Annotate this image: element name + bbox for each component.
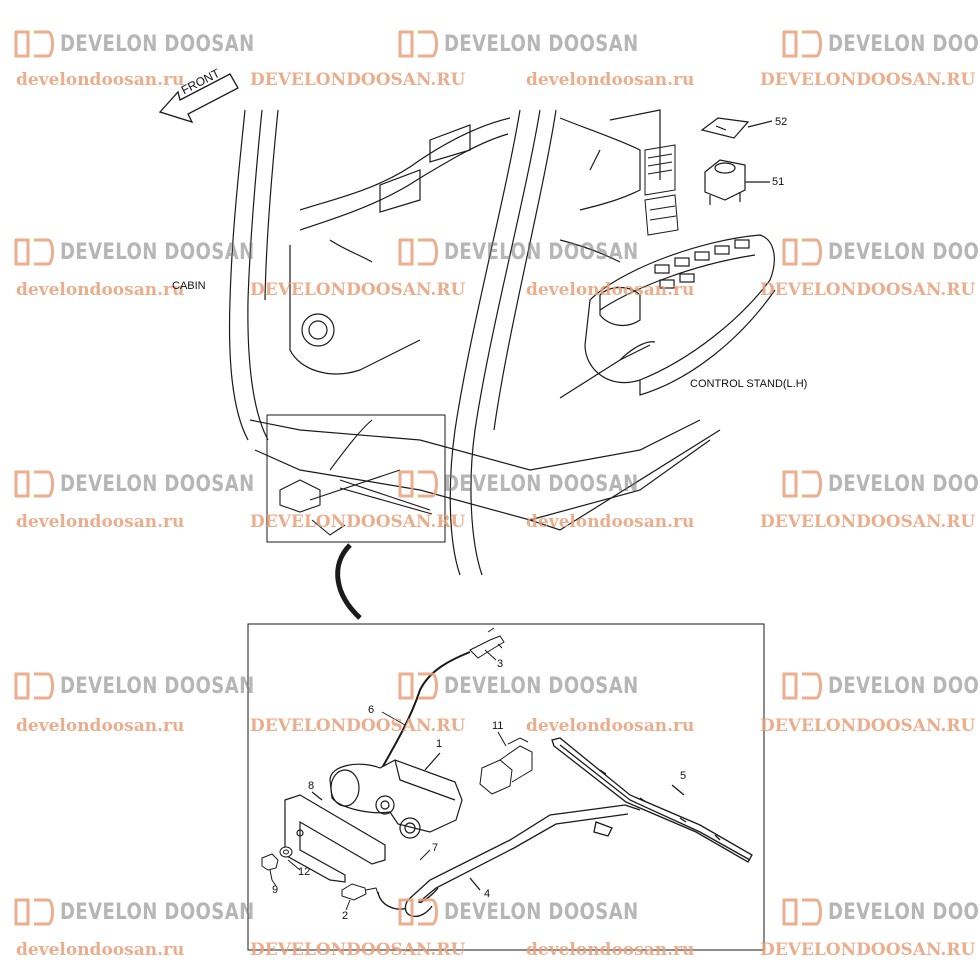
watermark-brand: DEVELON DOOSAN <box>828 472 980 497</box>
watermark-brand: DEVELON DOOSAN <box>60 472 255 497</box>
watermark-brand: DEVELON DOOSAN <box>444 900 639 925</box>
watermark-url: DEVELONDOOSAN.RU <box>760 70 976 90</box>
watermark-brand: DEVELON DOOSAN <box>444 32 639 57</box>
callout-5: 5 <box>680 770 687 782</box>
watermark-url: develondoosan.ru <box>16 716 185 736</box>
watermark-url: DEVELONDOOSAN.RU <box>250 716 466 736</box>
front-arrow-icon <box>158 73 239 124</box>
watermark-brand: DEVELON DOOSAN <box>828 240 980 265</box>
watermark-brand: DEVELON DOOSAN <box>60 240 255 265</box>
callout-2: 2 <box>342 910 349 922</box>
watermark-brand: DEVELON DOOSAN <box>60 32 255 57</box>
callout-9: 9 <box>272 884 279 896</box>
washer-hose-6 <box>377 651 471 776</box>
watermark-url: develondoosan.ru <box>16 70 185 90</box>
duct-parts <box>644 144 679 236</box>
callout-4: 4 <box>484 888 491 900</box>
connector-11 <box>479 731 533 795</box>
watermark-marks <box>14 30 822 926</box>
watermark-brand: DEVELON DOOSAN <box>60 900 255 925</box>
callout-51: 51 <box>772 176 785 188</box>
watermark-url: develondoosan.ru <box>16 512 185 532</box>
watermark-url: develondoosan.ru <box>526 70 695 90</box>
fitting-2 <box>341 883 379 911</box>
callout-1: 1 <box>436 738 443 750</box>
watermark-url: develondoosan.ru <box>16 280 185 300</box>
callout-3: 3 <box>497 658 504 670</box>
callout-12: 12 <box>298 866 311 878</box>
watermark-brand: DEVELON DOOSAN <box>828 674 980 699</box>
watermark-url: develondoosan.ru <box>526 512 695 532</box>
watermark-url: DEVELONDOOSAN.RU <box>250 70 466 90</box>
watermark-brand: DEVELON DOOSAN <box>828 32 980 57</box>
watermark-url: DEVELONDOOSAN.RU <box>250 512 466 532</box>
watermark-url: develondoosan.ru <box>16 940 185 960</box>
watermark-brand: DEVELON DOOSAN <box>444 674 639 699</box>
watermark-url: DEVELONDOOSAN.RU <box>760 512 976 532</box>
watermark-url: develondoosan.ru <box>526 940 695 960</box>
callout-11: 11 <box>492 720 504 732</box>
washer-12 <box>279 846 301 871</box>
watermark-brand: DEVELON DOOSAN <box>444 240 639 265</box>
watermark-url: DEVELONDOOSAN.RU <box>760 716 976 736</box>
watermark-brand: DEVELON DOOSAN <box>444 472 639 497</box>
watermark-url: DEVELONDOOSAN.RU <box>760 280 976 300</box>
watermark-url: develondoosan.ru <box>526 280 695 300</box>
callout-52: 52 <box>775 116 788 128</box>
callout-8: 8 <box>308 780 315 792</box>
switch-cover-52 <box>700 117 773 139</box>
watermark-url: DEVELONDOOSAN.RU <box>760 940 976 960</box>
wiper-blade-5 <box>551 737 753 863</box>
watermark-url: develondoosan.ru <box>526 716 695 736</box>
watermark-url: DEVELONDOOSAN.RU <box>250 280 466 300</box>
main-detail-box <box>247 623 765 951</box>
cabin-label: CABIN <box>172 280 206 292</box>
inset-wiper-illustration <box>279 419 433 536</box>
switch-51 <box>704 159 770 205</box>
inset-detail-box <box>266 414 446 543</box>
bolt-9 <box>261 853 279 887</box>
watermark-url: DEVELONDOOSAN.RU <box>250 940 466 960</box>
callout-6: 6 <box>368 704 375 716</box>
watermark-brand: DEVELON DOOSAN <box>828 900 980 925</box>
control-stand-illustration <box>559 234 776 399</box>
watermark-brand: DEVELON DOOSAN <box>60 674 255 699</box>
bracket-8 <box>284 791 386 883</box>
callout-7: 7 <box>432 842 439 854</box>
wiper-motor-1 <box>329 752 463 839</box>
washer-nozzle-3 <box>469 627 505 661</box>
cabin-illustration <box>228 109 721 576</box>
detail-pointer-arrow <box>335 543 362 620</box>
control-stand-label: CONTROL STAND(L.H) <box>690 378 808 390</box>
